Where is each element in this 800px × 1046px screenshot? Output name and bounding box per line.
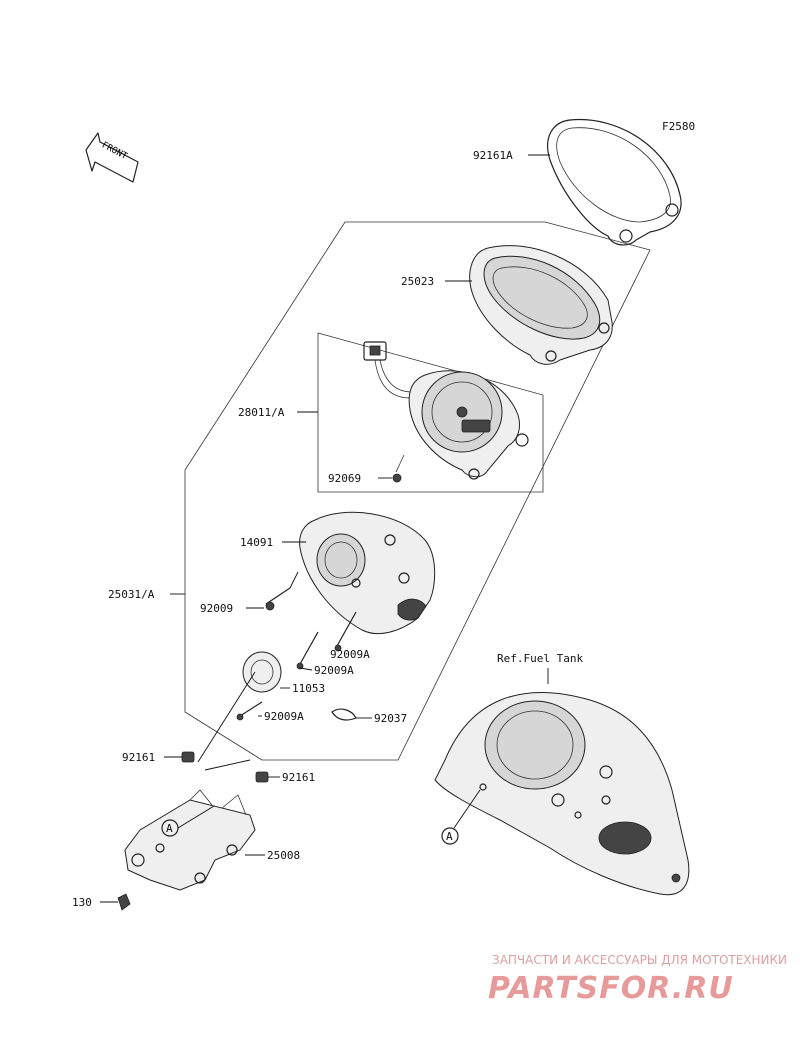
bracket-25008 xyxy=(124,789,256,891)
bolt-130 xyxy=(117,893,131,911)
meter-case-14091 xyxy=(299,511,436,634)
label-92161-1: 92161 xyxy=(122,751,155,764)
label-92161a: 92161A xyxy=(473,149,513,162)
label-92009: 92009 xyxy=(200,602,233,615)
label-14091: 14091 xyxy=(240,536,273,549)
ring-11053 xyxy=(242,651,282,693)
label-92069: 92069 xyxy=(328,472,361,485)
damper-92161-1 xyxy=(181,751,195,763)
callout-a-1: A xyxy=(161,805,215,837)
fuel-tank-ref xyxy=(434,692,690,896)
screw-92009a-3 xyxy=(236,701,263,721)
screw-92009a-1 xyxy=(334,611,357,652)
label-25023: 25023 xyxy=(401,275,434,288)
front-arrow-label: FRONT xyxy=(100,140,129,162)
front-arrow-icon: FRONT xyxy=(85,132,139,183)
label-92009a-1: 92009A xyxy=(330,648,370,661)
label-92009a-2: 92009A xyxy=(314,664,354,677)
assembly-outline xyxy=(184,221,651,761)
svg-text:A: A xyxy=(166,822,173,835)
meter-cover-25023 xyxy=(469,245,613,365)
label-ref-fuel-tank: Ref.Fuel Tank xyxy=(497,652,583,665)
label-25008: 25008 xyxy=(267,849,300,862)
watermark-brand: PARTSFOR.RU xyxy=(488,971,734,1006)
meter-28011a xyxy=(363,341,529,480)
screw-92069 xyxy=(392,473,402,483)
label-92161-2: 92161 xyxy=(282,771,315,784)
label-11053: 11053 xyxy=(292,682,325,695)
label-28011a: 28011/A xyxy=(238,406,285,419)
svg-text:A: A xyxy=(446,830,453,843)
gasket-92161a xyxy=(547,118,682,246)
watermark-caption: ЗАПЧАСТИ И АКСЕССУАРЫ ДЛЯ МОТОТЕХНИКИ xyxy=(492,953,787,967)
screw-92009a-2 xyxy=(296,631,319,670)
damper-92161-2 xyxy=(255,771,269,783)
clamp-92037 xyxy=(331,708,357,721)
screw-92009 xyxy=(265,587,291,611)
label-92009a-3: 92009A xyxy=(264,710,304,723)
callout-a-2: A xyxy=(441,789,481,845)
figure-code: F2580 xyxy=(662,120,695,133)
label-130: 130 xyxy=(72,896,92,909)
label-25031a: 25031/A xyxy=(108,588,155,601)
label-92037: 92037 xyxy=(374,712,407,725)
